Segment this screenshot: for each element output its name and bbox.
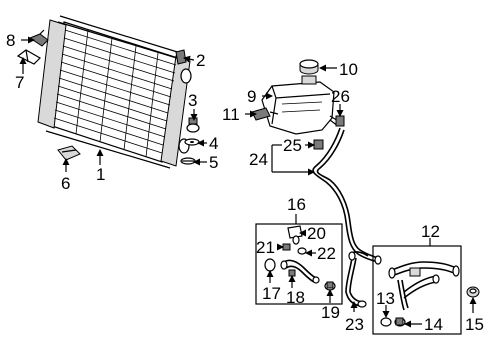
callout-5: 5 (209, 153, 218, 172)
part-15-cap (466, 286, 480, 298)
part-26-clamp (335, 115, 345, 127)
part-7-bracket (16, 49, 41, 65)
callout-9: 9 (247, 87, 256, 106)
part-25-clamp (313, 139, 324, 150)
callout-1: 1 (96, 165, 105, 184)
part-5-clip (180, 157, 196, 165)
callout-2: 2 (196, 51, 205, 70)
callout-11: 11 (222, 105, 240, 124)
callout-24: 24 (249, 150, 268, 169)
expansion-tank (261, 75, 341, 135)
part-3-grommet (186, 117, 200, 133)
part-2-clip (175, 49, 187, 65)
callout-22: 22 (317, 244, 336, 263)
callout-4: 4 (209, 134, 218, 153)
part-6-bracket (57, 145, 81, 161)
callout-13: 13 (376, 289, 395, 308)
callout-17: 17 (262, 284, 281, 303)
callout-12: 12 (421, 222, 440, 241)
callout-20: 20 (307, 224, 326, 243)
radiator (37, 15, 192, 169)
hose-24 (312, 127, 382, 265)
callout-18: 18 (286, 288, 305, 307)
callout-19: 19 (321, 303, 340, 322)
part-10-cap (299, 59, 319, 75)
part-19-clamp (324, 281, 336, 291)
callout-16: 16 (287, 195, 306, 214)
leader-lines (19, 36, 477, 328)
callout-21: 21 (256, 238, 275, 257)
callout-14: 14 (424, 315, 443, 334)
callout-26: 26 (331, 87, 350, 106)
part-4-washer (184, 138, 200, 146)
callout-3: 3 (188, 91, 197, 110)
callout-15: 15 (465, 315, 484, 334)
callout-labels: 8 7 2 3 4 5 6 1 10 9 11 26 25 24 16 20 2… (6, 31, 484, 334)
hose-kit-16 (255, 223, 343, 305)
callout-6: 6 (61, 174, 70, 193)
callout-7: 7 (15, 73, 24, 92)
callout-10: 10 (339, 60, 358, 79)
callout-23: 23 (345, 315, 364, 334)
part-8-clip (28, 29, 49, 47)
pipe-23 (345, 251, 369, 308)
callout-8: 8 (6, 31, 15, 50)
hose-kit-12 (372, 245, 462, 335)
callout-25: 25 (283, 136, 302, 155)
